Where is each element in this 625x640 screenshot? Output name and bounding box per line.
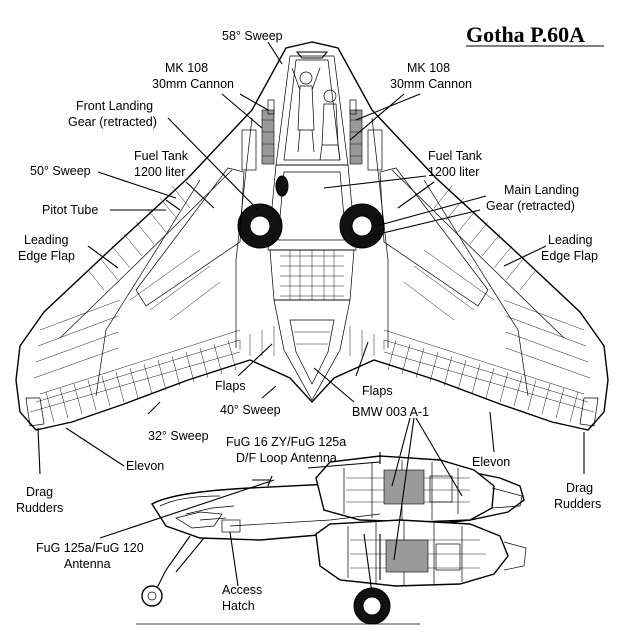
- label-mk108-right-2: 30mm Cannon: [390, 77, 472, 91]
- label-fuel-right-2: 1200 liter: [428, 165, 479, 179]
- leader-lines: [37, 41, 585, 587]
- label-front-gear: Front Landing: [76, 99, 153, 113]
- cannon-bays: [241, 99, 383, 171]
- label-main-gear-2: Gear (retracted): [486, 199, 575, 213]
- label-front-gear-2: Gear (retracted): [68, 115, 157, 129]
- label-drag-rudders-right-2: Rudders: [554, 497, 601, 511]
- label-lef-left-2: Edge Flap: [18, 249, 75, 263]
- label-fuel-left-2: 1200 liter: [134, 165, 185, 179]
- label-mk108-left-2: 30mm Cannon: [152, 77, 234, 91]
- label-elevon-right: Elevon: [472, 455, 510, 469]
- labels: 58° Sweep MK 108 30mm Cannon MK 108 30mm…: [16, 29, 601, 613]
- label-58-sweep: 58° Sweep: [222, 29, 283, 43]
- label-fug16: FuG 16 ZY/FuG 125a: [226, 435, 346, 449]
- label-main-gear: Main Landing: [504, 183, 579, 197]
- label-fuel-left: Fuel Tank: [134, 149, 189, 163]
- label-drag-rudders-left: Drag: [26, 485, 53, 499]
- label-fug125: FuG 125a/FuG 120: [36, 541, 144, 555]
- label-lef-left: Leading: [24, 233, 69, 247]
- side-view: [136, 452, 527, 625]
- label-elevon-left: Elevon: [126, 459, 164, 473]
- label-flaps-right: Flaps: [362, 384, 393, 398]
- label-32-sweep: 32° Sweep: [148, 429, 209, 443]
- pilot-figures: [291, 67, 341, 161]
- label-50-sweep: 50° Sweep: [30, 164, 91, 178]
- top-view-planform: [15, 41, 609, 431]
- label-access-hatch-2: Hatch: [222, 599, 255, 613]
- label-mk108-left: MK 108: [165, 61, 208, 75]
- label-drag-rudders-left-2: Rudders: [16, 501, 63, 515]
- label-mk108-right: MK 108: [407, 61, 450, 75]
- label-40-sweep: 40° Sweep: [220, 403, 281, 417]
- label-fug125-2: Antenna: [64, 557, 111, 571]
- wing-ribs: [33, 185, 591, 379]
- label-fuel-right: Fuel Tank: [428, 149, 483, 163]
- main-wheels: [237, 175, 385, 249]
- label-lef-right-2: Edge Flap: [541, 249, 598, 263]
- label-flaps-left: Flaps: [215, 379, 246, 393]
- trailing-edge-hatching: [29, 326, 595, 423]
- label-access-hatch: Access: [222, 583, 262, 597]
- label-pitot-tube: Pitot Tube: [42, 203, 98, 217]
- label-fug16-2: D/F Loop Antenna: [236, 451, 337, 465]
- label-drag-rudders-right: Drag: [566, 481, 593, 495]
- label-bmw-003: BMW 003 A-1: [352, 405, 429, 419]
- diagram-title: Gotha P.60A: [466, 22, 585, 47]
- label-lef-right: Leading: [548, 233, 593, 247]
